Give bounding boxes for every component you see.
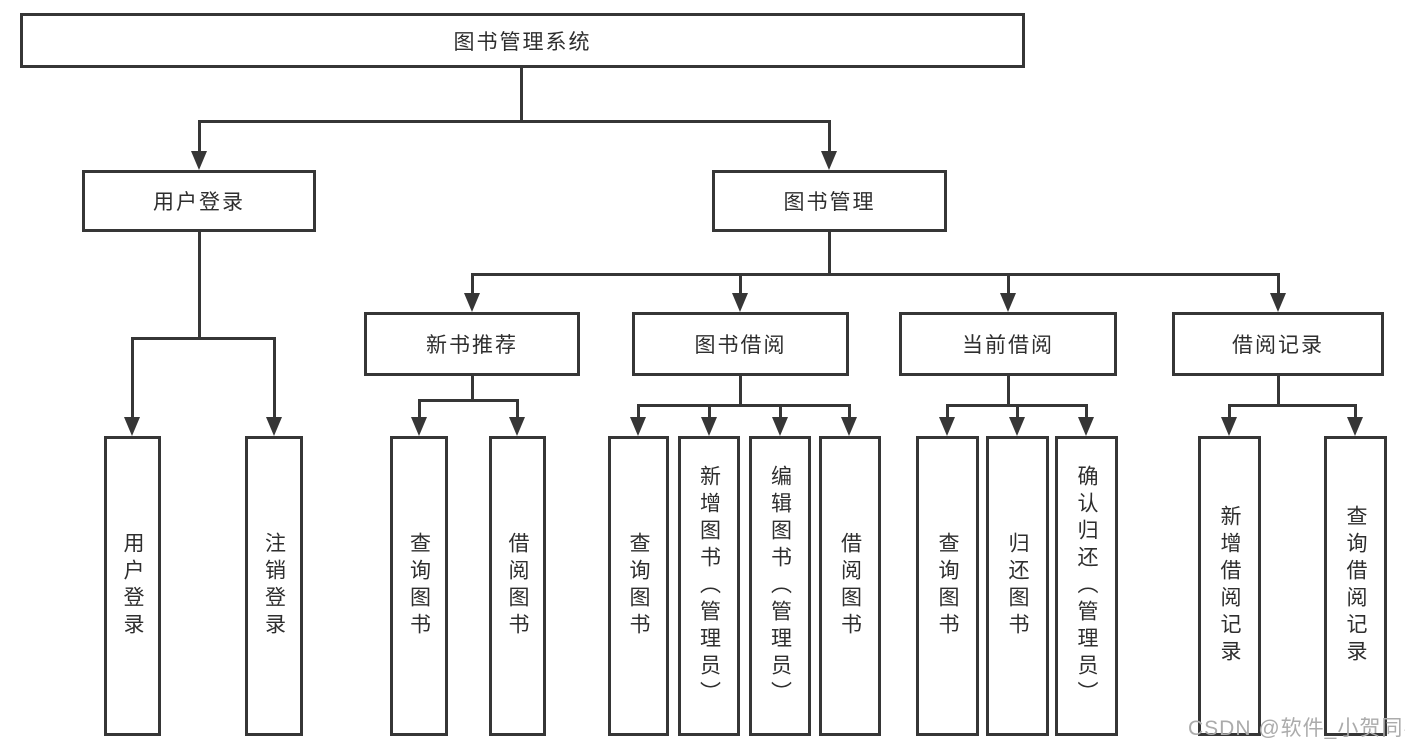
node-borrowing-records: 借阅记录 [1172,312,1384,376]
connector-level3-branch [471,273,1279,276]
connector-drop [198,120,201,152]
node-current-borrowing: 当前借阅 [899,312,1117,376]
connector-branch [418,399,519,402]
arrowhead-icon [772,417,788,436]
connector-drop [131,337,134,418]
leaf-query-books-recommend: 查询图书 [390,436,448,736]
leaf-query-borrow-record: 查询借阅记录 [1324,436,1387,736]
arrowhead-icon [732,293,748,312]
connector-drop [418,399,421,418]
arrowhead-icon [821,151,837,170]
connector-branch [1228,404,1357,407]
leaf-return-books: 归还图书 [986,436,1049,736]
connector-drop [1228,404,1231,418]
leaf-user-login: 用户登录 [104,436,161,736]
connector-stem [1277,376,1280,407]
connector-stem [739,376,742,407]
leaf-borrow-books-borrowing: 借阅图书 [819,436,881,736]
connector-drop [516,399,519,418]
arrowhead-icon [939,417,955,436]
node-book-borrowing: 图书借阅 [632,312,849,376]
connector-drop [471,273,474,295]
arrowhead-icon [1270,293,1286,312]
leaf-add-borrow-record: 新增借阅记录 [1198,436,1261,736]
connector-stem [471,376,474,402]
leaf-logout: 注销登录 [245,436,303,736]
connector-drop [946,404,949,418]
leaf-add-books-admin: 新增图书（管理员） [678,436,740,736]
connector-drop [779,404,782,418]
arrowhead-icon [1009,417,1025,436]
arrowhead-icon [1078,417,1094,436]
connector-drop [739,273,742,295]
connector-stem [198,232,201,340]
arrowhead-icon [630,417,646,436]
arrowhead-icon [841,417,857,436]
arrowhead-icon [266,417,282,436]
node-new-book-recommend: 新书推荐 [364,312,580,376]
arrowhead-icon [124,417,140,436]
arrowhead-icon [411,417,427,436]
connector-stem [1007,376,1010,407]
arrowhead-icon [191,151,207,170]
connector-stem [828,232,831,276]
leaf-query-books-borrowing: 查询图书 [608,436,669,736]
leaf-edit-books-admin: 编辑图书（管理员） [749,436,811,736]
connector-branch [637,404,851,407]
connector-level2-branch [198,120,830,123]
connector-drop [1277,273,1280,295]
arrowhead-icon [701,417,717,436]
connector-drop [848,404,851,418]
arrowhead-icon [509,417,525,436]
arrowhead-icon [1000,293,1016,312]
arrowhead-icon [1347,417,1363,436]
watermark: CSDN @软件_小贺同学 [1188,717,1405,740]
connector-drop [828,120,831,152]
connector-drop [637,404,640,418]
arrowhead-icon [1221,417,1237,436]
leaf-query-books-current: 查询图书 [916,436,979,736]
node-root: 图书管理系统 [20,13,1025,68]
node-user-login: 用户登录 [82,170,316,232]
node-book-management: 图书管理 [712,170,947,232]
connector-drop [1016,404,1019,418]
arrowhead-icon [464,293,480,312]
connector-drop [273,337,276,418]
connector-branch [131,337,276,340]
leaf-confirm-return-admin: 确认归还（管理员） [1055,436,1118,736]
leaf-borrow-books-recommend: 借阅图书 [489,436,546,736]
connector-drop [1085,404,1088,418]
connector-drop [708,404,711,418]
connector-drop [1354,404,1357,418]
connector-drop [1007,273,1010,295]
connector-root-stem [520,68,523,123]
